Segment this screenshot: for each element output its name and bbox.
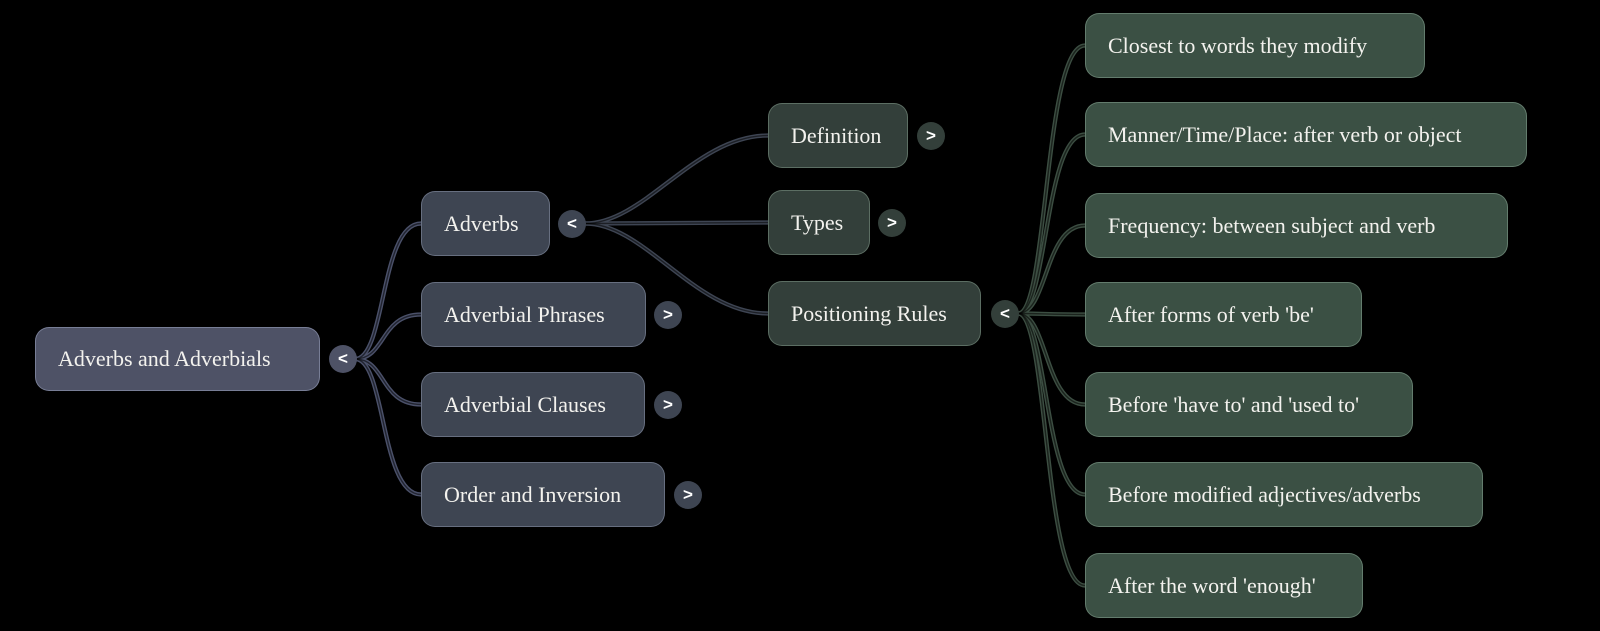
- edge-core: [354, 358, 422, 496]
- expand-toggle-order-and-inversion[interactable]: >: [674, 481, 702, 509]
- node-rule-manner-time-place[interactable]: Manner/Time/Place: after verb or object: [1085, 102, 1527, 167]
- node-positioning-rules-label: Positioning Rules: [791, 300, 947, 326]
- node-order-and-inversion[interactable]: Order and Inversion: [421, 462, 665, 527]
- node-types[interactable]: Types: [768, 190, 870, 255]
- expand-toggle-types[interactable]: >: [878, 209, 906, 237]
- node-rule-enough-label: After the word 'enough': [1108, 572, 1316, 598]
- edge-root-adverbs: [355, 224, 421, 360]
- node-rule-verb-be[interactable]: After forms of verb 'be': [1085, 282, 1362, 347]
- node-rule-verb-be-label: After forms of verb 'be': [1108, 301, 1314, 327]
- node-types-label: Types: [791, 209, 844, 235]
- node-adverbial-clauses-label: Adverbial Clauses: [444, 391, 606, 417]
- edges-root: [355, 224, 421, 495]
- edge-core: [584, 134, 769, 225]
- expand-toggle-adverbial-phrases[interactable]: >: [654, 301, 682, 329]
- node-rule-frequency-label: Frequency: between subject and verb: [1108, 212, 1436, 238]
- node-definition[interactable]: Definition: [768, 103, 908, 168]
- edge-positioning-closest: [1018, 46, 1085, 314]
- node-adverbs[interactable]: Adverbs: [421, 191, 550, 256]
- node-rule-have-to-used-to[interactable]: Before 'have to' and 'used to': [1085, 372, 1413, 437]
- collapse-toggle-root[interactable]: <: [329, 345, 357, 373]
- collapse-toggle-adverbs[interactable]: <: [558, 210, 586, 238]
- node-rule-closest-label: Closest to words they modify: [1108, 32, 1368, 58]
- node-definition-label: Definition: [791, 122, 882, 148]
- edge-core: [1017, 44, 1086, 315]
- edge-adverbs-definition: [585, 136, 768, 224]
- node-adverbial-phrases-label: Adverbial Phrases: [444, 301, 605, 327]
- node-adverbs-label: Adverbs: [444, 210, 519, 236]
- edge-positioning-enough: [1018, 314, 1085, 586]
- node-root[interactable]: Adverbs and Adverbials: [35, 327, 320, 391]
- node-order-and-inversion-label: Order and Inversion: [444, 481, 622, 507]
- expand-toggle-adverbial-clauses[interactable]: >: [654, 391, 682, 419]
- edges-positioning-rules: [1018, 46, 1085, 586]
- node-rule-enough[interactable]: After the word 'enough': [1085, 553, 1363, 618]
- node-rule-modified[interactable]: Before modified adjectives/adverbs: [1085, 462, 1483, 527]
- edge-core: [1017, 312, 1086, 587]
- node-adverbial-phrases[interactable]: Adverbial Phrases: [421, 282, 646, 347]
- node-rule-closest[interactable]: Closest to words they modify: [1085, 13, 1425, 78]
- node-adverbial-clauses[interactable]: Adverbial Clauses: [421, 372, 645, 437]
- expand-toggle-definition[interactable]: >: [917, 122, 945, 150]
- node-root-label: Adverbs and Adverbials: [58, 346, 271, 371]
- node-rule-have-to-used-to-label: Before 'have to' and 'used to': [1108, 391, 1360, 417]
- edge-root-order-inversion: [355, 359, 421, 495]
- edge-core: [354, 222, 422, 360]
- node-rule-frequency[interactable]: Frequency: between subject and verb: [1085, 193, 1508, 258]
- node-rule-modified-label: Before modified adjectives/adverbs: [1108, 481, 1421, 507]
- node-rule-manner-time-place-label: Manner/Time/Place: after verb or object: [1108, 121, 1462, 147]
- node-positioning-rules[interactable]: Positioning Rules: [768, 281, 981, 346]
- collapse-toggle-positioning-rules[interactable]: <: [991, 300, 1019, 328]
